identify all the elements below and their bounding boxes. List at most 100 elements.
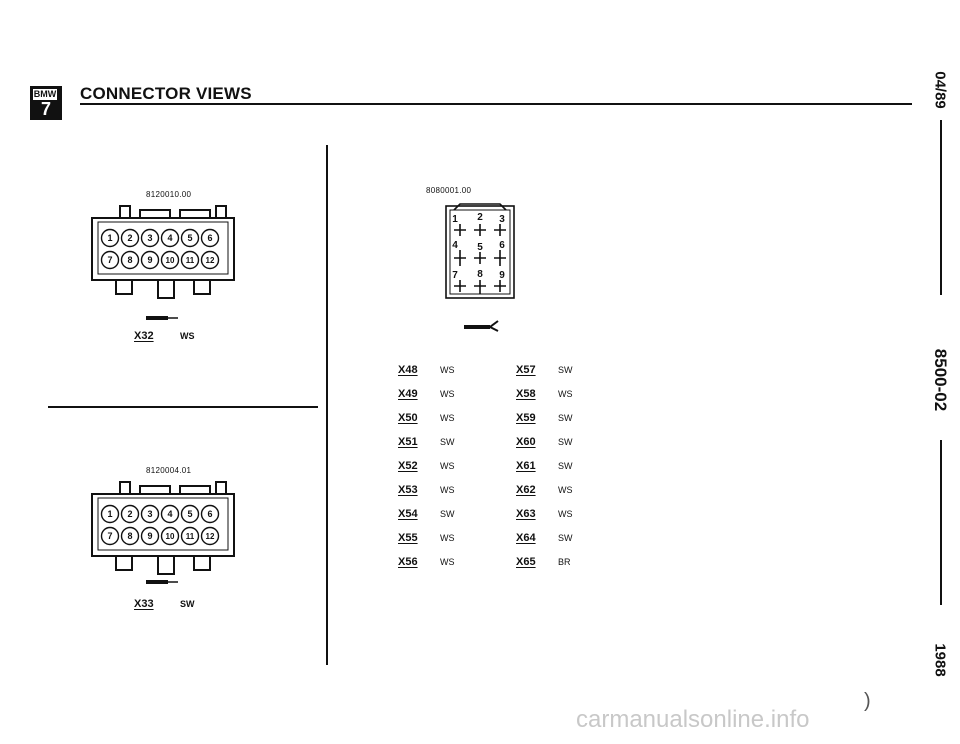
connector-color: SW: [558, 533, 573, 543]
pin-label: 7: [107, 255, 112, 265]
pin-label: 7: [107, 531, 112, 541]
pin-label: 10: [166, 256, 175, 265]
side-rule-2: [940, 440, 942, 605]
pin-label: 1: [452, 214, 458, 225]
ref-number-top: 8120010.00: [146, 190, 192, 199]
horizontal-divider: [48, 406, 318, 408]
connector-color: WS: [440, 533, 455, 543]
pin-label: 6: [207, 509, 212, 519]
view-arrow-icon: [146, 580, 178, 584]
side-date: 04/89: [931, 71, 949, 109]
pin-label: 2: [477, 212, 483, 223]
pin-label: 4: [452, 240, 458, 251]
connector-color: SW: [558, 365, 573, 375]
connector-code: X64: [516, 532, 536, 544]
connector-code: X58: [516, 388, 536, 400]
title-rule: [80, 103, 912, 105]
pin-label: 9: [147, 531, 152, 541]
connector-color: SW: [558, 437, 573, 447]
connector-code: X56: [398, 556, 418, 568]
connector-color: WS: [440, 413, 455, 423]
connector-color: SW: [558, 413, 573, 423]
pin-label: 7: [452, 270, 458, 281]
pin-label: 6: [499, 240, 505, 251]
connector-color: WS: [558, 485, 573, 495]
connector-code: X50: [398, 412, 418, 424]
pin-label: 3: [147, 233, 152, 243]
connector-code: X49: [398, 388, 418, 400]
pin-row-top: [100, 228, 220, 270]
pin-label: 12: [206, 532, 215, 541]
connector-code: X53: [398, 484, 418, 496]
pin-label: 8: [127, 255, 132, 265]
connector-code: X61: [516, 460, 536, 472]
connector-color: SW: [440, 437, 455, 447]
pin-label: 2: [127, 233, 132, 243]
pin-label: 6: [207, 233, 212, 243]
pin-label: 2: [127, 509, 132, 519]
connector-diagram-12pin-top: 1 2 3 4 5 6 7 8 9 10 11 12: [91, 205, 235, 299]
vertical-divider: [326, 145, 328, 665]
side-rule-1: [940, 120, 942, 295]
ref-number-bottom: 8120004.01: [146, 466, 192, 475]
connector-code: X60: [516, 436, 536, 448]
connector-code: X65: [516, 556, 536, 568]
logo-series: 7: [40, 99, 51, 119]
connector-color-x32: WS: [180, 331, 195, 341]
connector-color: WS: [440, 389, 455, 399]
connector-code: X59: [516, 412, 536, 424]
connector-code: X51: [398, 436, 418, 448]
pin-label: 11: [186, 532, 195, 541]
pin-label: 8: [127, 531, 132, 541]
pin-label: 3: [147, 509, 152, 519]
connector-label-x32: X32: [134, 330, 154, 342]
connector-code: X55: [398, 532, 418, 544]
side-code: 8500-02: [931, 348, 950, 412]
pin-label: 5: [187, 233, 192, 243]
connector-color: WS: [558, 389, 573, 399]
pin-label: 11: [186, 256, 195, 265]
connector-color: SW: [440, 509, 455, 519]
pin-label: 12: [206, 256, 215, 265]
pin-label: 1: [107, 509, 112, 519]
connector-code: X57: [516, 364, 536, 376]
connector-color: WS: [440, 461, 455, 471]
pin-label: 1: [107, 233, 112, 243]
connector-color: SW: [558, 461, 573, 471]
page-title: CONNECTOR VIEWS: [80, 84, 252, 103]
logo-brand: BMW: [33, 89, 57, 100]
stray-mark: ): [864, 690, 871, 712]
ref-number-right: 8080001.00: [426, 186, 472, 195]
pin-label: 9: [499, 270, 505, 281]
connector-code: X52: [398, 460, 418, 472]
connector-code: X48: [398, 364, 418, 376]
pin-row-bottom: [100, 504, 220, 546]
pin-label: 9: [147, 255, 152, 265]
connector-color: BR: [558, 557, 571, 567]
connector-color: WS: [440, 557, 455, 567]
connector-code: X63: [516, 508, 536, 520]
connector-diagram-12pin-bottom: 1 2 3 4 5 6 7 8 9 10 11 12: [91, 481, 235, 575]
watermark: carmanualsonline.info: [576, 706, 810, 733]
pin-label: 4: [167, 233, 172, 243]
pin-label: 10: [166, 532, 175, 541]
view-arrow-icon: [464, 320, 499, 332]
side-year: 1988: [931, 643, 949, 677]
connector-code: X62: [516, 484, 536, 496]
pin-label: 4: [167, 509, 172, 519]
pin-label: 3: [499, 214, 505, 225]
connector-color: WS: [558, 509, 573, 519]
connector-diagram-9pin: 1 2 3 4 5 6 7 8 9: [445, 203, 515, 299]
connector-label-x33: X33: [134, 598, 154, 610]
connector-color: WS: [440, 485, 455, 495]
pin-label: 8: [477, 269, 483, 280]
connector-code: X54: [398, 508, 418, 520]
connector-color: WS: [440, 365, 455, 375]
bmw-7-logo: BMW 7: [30, 86, 62, 120]
view-arrow-icon: [146, 316, 178, 320]
pin-label: 5: [477, 242, 483, 253]
connector-color-x33: SW: [180, 599, 195, 609]
pin-label: 5: [187, 509, 192, 519]
